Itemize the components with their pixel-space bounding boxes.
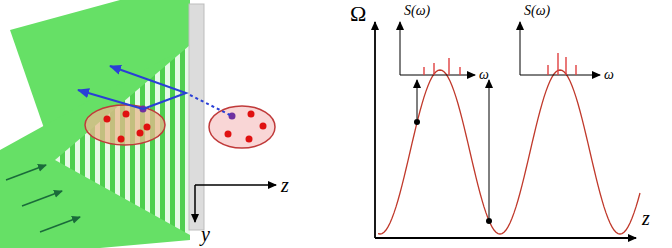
sample-point: [414, 119, 420, 125]
mirror-surface: [189, 4, 204, 230]
inset-axis-label: ω: [604, 68, 614, 82]
inset-axis-label: S(ω): [524, 4, 550, 18]
omega-axis: [374, 22, 376, 238]
image-atom: [229, 113, 236, 120]
spectrum-peaks: [424, 53, 576, 75]
y-axis: [194, 185, 196, 222]
axis-label: Ω: [350, 3, 366, 25]
leader-arrow: [489, 80, 490, 218]
leader-arrow: [417, 80, 418, 119]
axis-label: y: [201, 224, 210, 244]
rabi-curve: [378, 70, 640, 234]
direct-ray: [78, 90, 143, 109]
atoms: [104, 111, 267, 143]
z-axis: [195, 184, 276, 186]
incident-beam: [0, 45, 190, 248]
interference-region: [55, 45, 190, 235]
image-ray: [190, 95, 230, 115]
z-axis: [375, 237, 636, 239]
axis-label: z: [642, 208, 650, 228]
image-atom-cloud: [209, 106, 275, 148]
atom-cloud: [85, 105, 165, 145]
sample-point: [486, 218, 492, 224]
inset-axes: [400, 22, 600, 75]
inset-axis-label: S(ω): [404, 4, 430, 18]
inset-axis-label: ω: [479, 68, 489, 82]
axis-label: z: [281, 175, 289, 195]
incident-arrows: [6, 165, 80, 232]
